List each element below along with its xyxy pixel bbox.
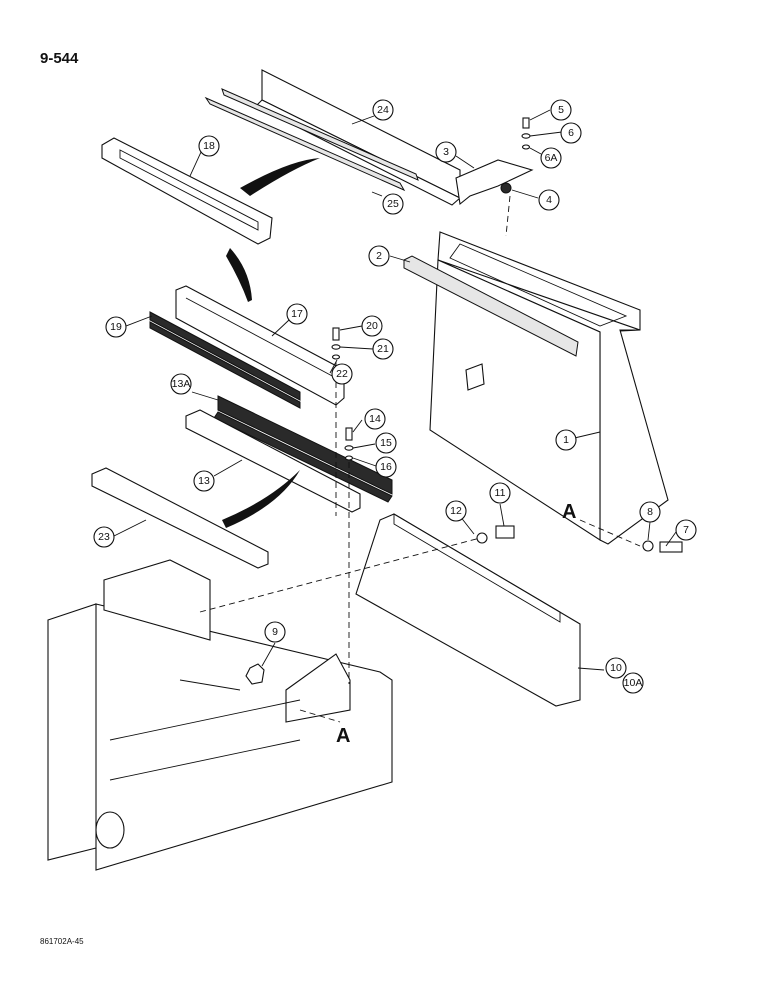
svg-text:8: 8 — [647, 506, 653, 518]
svg-text:19: 19 — [110, 321, 122, 333]
svg-text:13A: 13A — [172, 378, 191, 390]
callout-14: 14 — [364, 408, 386, 430]
svg-text:7: 7 — [683, 524, 689, 536]
svg-text:6A: 6A — [545, 152, 558, 164]
callout-2: 2 — [368, 245, 390, 267]
svg-text:22: 22 — [336, 368, 348, 380]
part-13-plate — [185, 409, 361, 513]
page-number: 9-544 — [40, 50, 79, 67]
svg-text:11: 11 — [495, 487, 506, 499]
callout-19: 19 — [105, 316, 127, 338]
fasteners-7-8 — [642, 540, 683, 553]
part-2-seal — [403, 255, 579, 357]
drawing-code: 861702A-45 — [40, 937, 84, 946]
callout-13a: 13A — [170, 373, 192, 395]
view-mark-a-lower: A — [336, 725, 350, 747]
callout-8: 8 — [639, 501, 661, 523]
fasteners-14-22 — [331, 327, 354, 461]
part-1-housing — [429, 231, 669, 545]
svg-text:17: 17 — [291, 308, 303, 320]
part-10-channel — [355, 513, 581, 707]
callout-22: 22 — [331, 363, 353, 385]
part-13a-rubber-strip — [213, 395, 393, 503]
callout-12: 12 — [445, 500, 467, 522]
callout-23: 23 — [93, 526, 115, 548]
callout-1: 1 — [555, 429, 577, 451]
view-mark-a-upper: A — [562, 501, 576, 523]
svg-text:16: 16 — [380, 461, 392, 473]
svg-text:4: 4 — [546, 194, 552, 206]
part-3-bracket — [455, 159, 534, 206]
callout-20: 20 — [361, 315, 383, 337]
callout-10a: 10A — [622, 672, 644, 694]
svg-text:2: 2 — [376, 250, 382, 262]
callout-18: 18 — [198, 135, 220, 157]
chassis-frame — [47, 559, 393, 871]
svg-text:10A: 10A — [624, 677, 643, 689]
svg-text:20: 20 — [366, 320, 378, 332]
callout-3: 3 — [435, 141, 457, 163]
part-19-rubber-strip — [149, 311, 301, 409]
assembly-lines — [199, 195, 641, 723]
svg-text:14: 14 — [369, 413, 381, 425]
svg-text:25: 25 — [387, 198, 399, 210]
callout-7: 7 — [675, 519, 697, 541]
callout-16: 16 — [375, 456, 397, 478]
fasteners-11-12 — [476, 525, 515, 544]
callout-4: 4 — [538, 189, 560, 211]
leader-lines — [113, 109, 677, 671]
svg-text:5: 5 — [558, 104, 564, 116]
part-25-seal-strip — [204, 88, 419, 192]
svg-text:18: 18 — [203, 140, 215, 152]
svg-text:6: 6 — [568, 127, 574, 139]
callout-6a: 6A — [540, 147, 562, 169]
svg-text:12: 12 — [450, 505, 462, 517]
svg-text:9: 9 — [272, 626, 278, 638]
svg-text:13: 13 — [198, 475, 210, 487]
svg-text:24: 24 — [377, 104, 389, 116]
svg-text:21: 21 — [377, 343, 389, 355]
callout-25: 25 — [382, 193, 404, 215]
part-23-plate — [91, 467, 269, 569]
fasteners-5-6-6a — [521, 117, 531, 150]
svg-text:1: 1 — [563, 434, 569, 446]
svg-text:15: 15 — [380, 437, 392, 449]
callout-24: 24 — [372, 99, 394, 121]
part-18-top-bracket — [101, 137, 273, 245]
callout-6: 6 — [560, 122, 582, 144]
svg-text:3: 3 — [443, 146, 449, 158]
svg-text:10: 10 — [610, 662, 622, 674]
callout-13: 13 — [193, 470, 215, 492]
callout-5: 5 — [550, 99, 572, 121]
part-17-channel — [175, 285, 345, 406]
callout-21: 21 — [372, 338, 394, 360]
svg-text:23: 23 — [98, 531, 110, 543]
assembly-arrows — [222, 158, 320, 528]
callout-10: 10 — [605, 657, 627, 679]
callout-11: 11 — [489, 482, 511, 504]
callout-17: 17 — [286, 303, 308, 325]
callout-15: 15 — [375, 432, 397, 454]
callout-9: 9 — [264, 621, 286, 643]
